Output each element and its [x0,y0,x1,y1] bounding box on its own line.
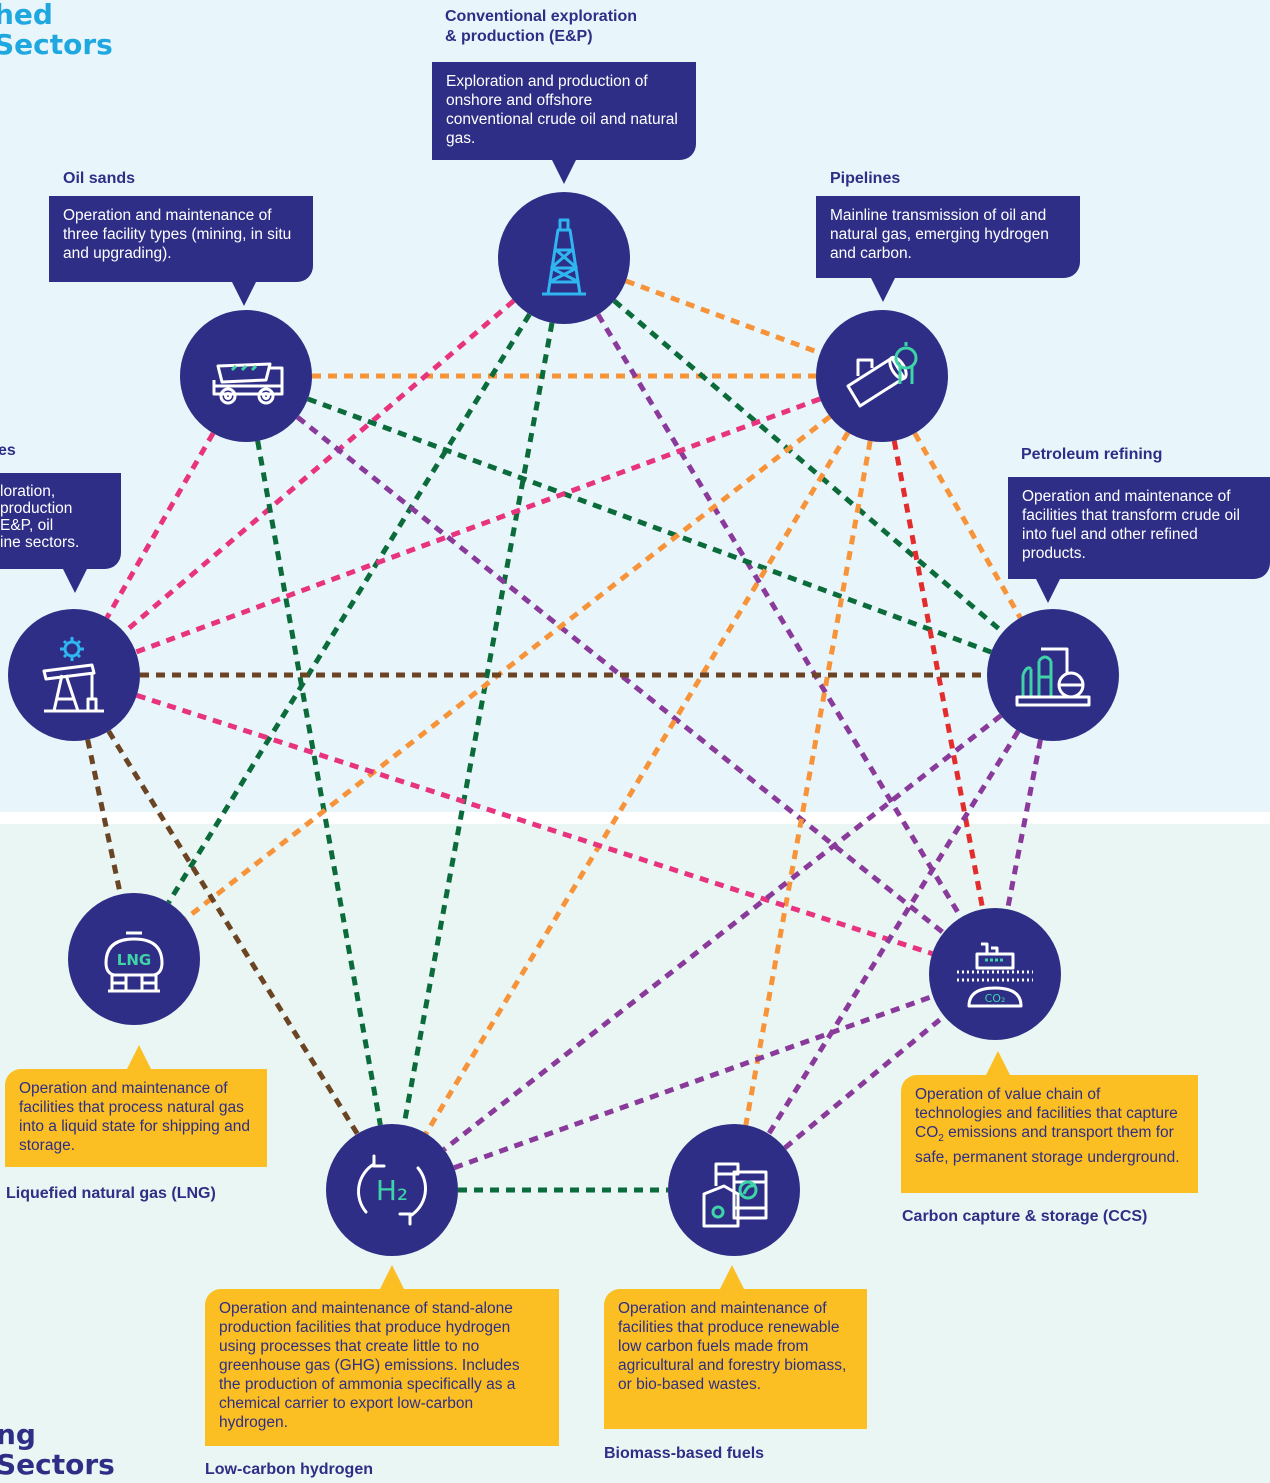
ccs-label: Carbon capture & storage (CCS) [902,1208,1148,1225]
oilsands-label: Oil sands [63,170,136,187]
hydrogen-node[interactable]: H₂ [326,1124,458,1256]
connection-pipelines-ccs [891,440,986,910]
lng-label: Liquefied natural gas (LNG) [6,1185,216,1202]
connection-pipelines-refining [912,432,1023,619]
connection-services-lng [85,739,123,895]
services-pointer [63,569,87,593]
connection-ep-refining [612,298,1005,635]
connection-ep-hydrogen [401,322,555,1126]
services-description: loration, production E&P, oil ine sector… [0,473,121,569]
lng-pointer [127,1045,151,1069]
pipelines-label: Pipelines [830,170,901,187]
pipeline-icon [846,342,918,408]
mining-truck-icon [212,362,284,405]
hydrogen-description: Operation and maintenance of stand-alone… [205,1289,559,1446]
refining-node[interactable] [987,609,1119,741]
hydrogen-label: Low-carbon hydrogen [205,1461,373,1478]
pumpjack-gear-icon [42,637,104,713]
svg-text:CO₂: CO₂ [985,992,1006,1005]
ccs-node[interactable]: CO₂ [929,908,1061,1040]
connection-oilsands-services [104,431,216,620]
hydrogen-cycle-icon: H₂ [357,1154,427,1226]
oil-derrick-icon [542,218,586,296]
connection-oilsands-hydrogen [255,440,383,1126]
refining-pointer [1036,579,1060,603]
emerging-sectors-heading: ng Sectors [0,1420,115,1480]
oilsands-node[interactable] [180,310,312,442]
connection-services-ccs [136,693,933,956]
pipelines-pointer [871,278,895,302]
refining-description: Operation and maintenance of facilities … [1008,477,1270,579]
connection-refining-hydrogen [442,713,1003,1152]
ep-description: Exploration and production of onshore an… [432,62,696,160]
connection-ep-lng [166,312,532,905]
hydrogen-pointer [380,1265,404,1289]
connection-biomass-ccs [783,1014,946,1150]
refinery-icon [1015,647,1091,707]
lng-tank-icon: LNG [104,931,164,993]
biomass-pointer [720,1265,744,1289]
ep-node[interactable] [498,192,630,324]
svg-text:H₂: H₂ [376,1174,408,1207]
connection-ep-ccs [595,313,964,919]
pipelines-description: Mainline transmission of oil and natural… [816,196,1080,278]
biomass-node[interactable] [668,1124,800,1256]
established-sectors-heading: hed Sectors [0,0,118,60]
established-heading-line1: hed [0,0,53,31]
lng-node[interactable]: LNG [68,893,200,1025]
svg-text:LNG: LNG [117,951,151,969]
ccs-pointer [986,1051,1010,1075]
refining-label: Petroleum refining [1021,446,1163,463]
connection-pipelines-lng [184,414,832,921]
services-node[interactable] [8,609,140,741]
connection-pipelines-hydrogen [423,431,851,1135]
ccs-facility-icon: CO₂ [957,942,1033,1008]
connection-ep-pipelines [625,278,821,356]
ccs-description: Operation of value chain of technologies… [901,1075,1198,1193]
biomass-description: Operation and maintenance of facilities … [604,1289,867,1429]
oilsands-pointer [232,282,256,306]
connection-ep-services [122,298,516,635]
connection-pipelines-biomass [743,440,873,1126]
biofuel-barrels-icon [702,1162,768,1228]
services-label: es [0,442,16,459]
ep-label: Conventional exploration& production (E&… [445,8,638,45]
biomass-label: Biomass-based fuels [604,1445,765,1462]
pipelines-node[interactable] [816,310,948,442]
ep-pointer [552,160,576,184]
lng-description: Operation and maintenance of facilities … [5,1069,267,1167]
connection-hydrogen-ccs [453,993,934,1171]
oilsands-description: Operation and maintenance of three facil… [49,196,313,282]
connection-refining-ccs [1005,739,1043,910]
